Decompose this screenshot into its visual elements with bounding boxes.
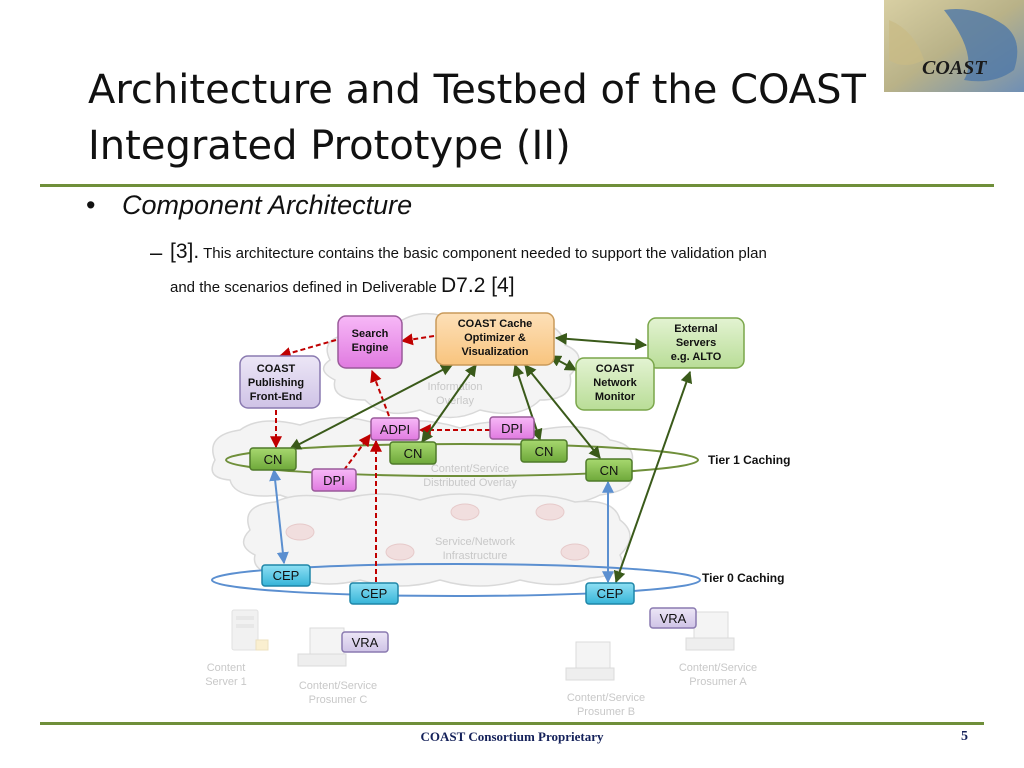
vra-node-1: VRA — [341, 631, 389, 653]
reference-3: [3]. — [170, 240, 200, 263]
sub-bullet-line-2: and the scenarios defined in Deliverable… — [170, 274, 950, 298]
cep-node-1: CEP — [261, 564, 311, 587]
infrastructure-label-1: Service/Network — [435, 536, 516, 548]
cn-1-label: CN — [264, 452, 283, 467]
vra-1-label: VRA — [352, 635, 379, 650]
bullet-heading: Component Architecture — [122, 190, 413, 220]
publishing-label-1: COAST — [257, 363, 296, 375]
dpi-top-node: DPI — [489, 416, 535, 440]
prosumer-c-computer-icon — [297, 627, 347, 667]
reference-d72: D7.2 [4] — [441, 274, 515, 297]
arrow-optimizer-cn4 — [524, 364, 601, 459]
prosumer-b-computer-icon — [565, 641, 615, 681]
arrow-search-to-publishing — [278, 339, 337, 359]
infrastructure-label-2: Infrastructure — [443, 550, 508, 562]
prosumer-b-label-1: Content/Service — [567, 692, 645, 704]
dpi-top-label: DPI — [501, 421, 523, 436]
logo-text: COAST — [922, 57, 987, 79]
prosumer-a-computer-icon — [685, 611, 735, 651]
arrow-optimizer-external — [554, 332, 648, 351]
search-engine-label-1: Search — [352, 328, 389, 340]
cep-node-2: CEP — [349, 582, 399, 605]
cache-optimizer-label-1: COAST Cache — [458, 318, 533, 330]
external-servers-label-3: e.g. ALTO — [671, 351, 722, 363]
coast-logo: COAST — [884, 0, 1024, 92]
adpi-label: ADPI — [380, 422, 410, 437]
server1-label-1: Content — [207, 662, 246, 674]
tier1-caching-ring — [225, 443, 699, 477]
external-servers-box: External Servers e.g. ALTO — [647, 317, 745, 369]
prosumer-c-label-2: Prosumer C — [309, 694, 368, 706]
external-servers-label-1: External — [674, 323, 717, 335]
cn-node-3: CN — [520, 439, 568, 463]
arrow-cn1-cep1 — [269, 468, 289, 565]
network-monitor-box: COAST Network Monitor — [575, 357, 655, 411]
tier0-caching-label: Tier 0 Caching — [702, 571, 784, 585]
vra-node-2: VRA — [649, 607, 697, 629]
sub-bullet-text-2: and the scenarios defined in Deliverable — [170, 279, 437, 296]
sub-bullet-line-1: [3]. This architecture contains the basi… — [170, 240, 950, 264]
prosumer-c-label-1: Content/Service — [299, 680, 377, 692]
network-monitor-label-2: Network — [593, 377, 637, 389]
publishing-frontend-box: COAST Publishing Front-End — [239, 355, 321, 409]
tier0-caching-ring — [211, 563, 701, 597]
publishing-label-3: Front-End — [250, 391, 303, 403]
cn-node-1: CN — [249, 447, 297, 471]
network-monitor-label-3: Monitor — [595, 391, 636, 403]
solid-green-arrows — [288, 332, 693, 584]
cep-node-3: CEP — [585, 582, 635, 605]
sub-bullet-text-1: This architecture contains the basic com… — [203, 245, 767, 262]
adpi-node: ADPI — [370, 417, 420, 441]
bullet-marker: • — [86, 190, 96, 220]
network-monitor-label-1: COAST — [596, 363, 635, 375]
prosumer-a-label-2: Prosumer A — [689, 676, 747, 688]
search-engine-label-2: Engine — [352, 342, 389, 354]
cep-2-label: CEP — [361, 586, 388, 601]
page-number: 5 — [961, 729, 968, 744]
cn-3-label: CN — [535, 444, 554, 459]
publishing-label-2: Publishing — [248, 377, 304, 389]
arrow-external-cep3 — [613, 370, 693, 584]
information-overlay-label-1: Information — [427, 381, 482, 393]
content-overlay-label-1: Content/Service — [431, 463, 509, 475]
content-server-1-icon — [231, 609, 269, 651]
infrastructure-overlay-cloud: Service/Network Infrastructure — [242, 493, 631, 587]
slide-title: Architecture and Testbed of the COAST In… — [88, 67, 866, 169]
arrow-optimizer-cn2 — [421, 364, 477, 443]
arrow-optimizer-to-search — [400, 333, 435, 346]
prosumer-a-label-1: Content/Service — [679, 662, 757, 674]
content-overlay-label-2: Distributed Overlay — [423, 477, 517, 489]
cache-optimizer-label-3: Visualization — [461, 346, 528, 358]
cep-1-label: CEP — [273, 568, 300, 583]
vra-2-label: VRA — [660, 611, 687, 626]
sub-bullet-marker: – — [150, 240, 163, 265]
cn-node-4: CN — [585, 458, 633, 482]
tier1-caching-label: Tier 1 Caching — [708, 453, 790, 467]
cache-optimizer-box: COAST Cache Optimizer & Visualization — [435, 312, 555, 366]
blue-arrows — [269, 468, 614, 584]
search-engine-box: Search Engine — [337, 315, 403, 369]
cn-node-2: CN — [389, 441, 437, 465]
footer-text: COAST Consortium Proprietary — [420, 729, 604, 744]
external-servers-label-2: Servers — [676, 337, 716, 349]
top-divider — [40, 184, 994, 187]
cn-4-label: CN — [600, 463, 619, 478]
information-overlay-label-2: Overlay — [436, 395, 474, 407]
cep-3-label: CEP — [597, 586, 624, 601]
prosumer-b-label-2: Prosumer B — [577, 706, 635, 718]
server1-label-2: Server 1 — [205, 676, 247, 688]
cache-optimizer-label-2: Optimizer & — [464, 332, 526, 344]
dpi-left-label: DPI — [323, 473, 345, 488]
cn-2-label: CN — [404, 446, 423, 461]
bottom-divider — [40, 722, 984, 725]
dpi-left-node: DPI — [311, 468, 357, 492]
